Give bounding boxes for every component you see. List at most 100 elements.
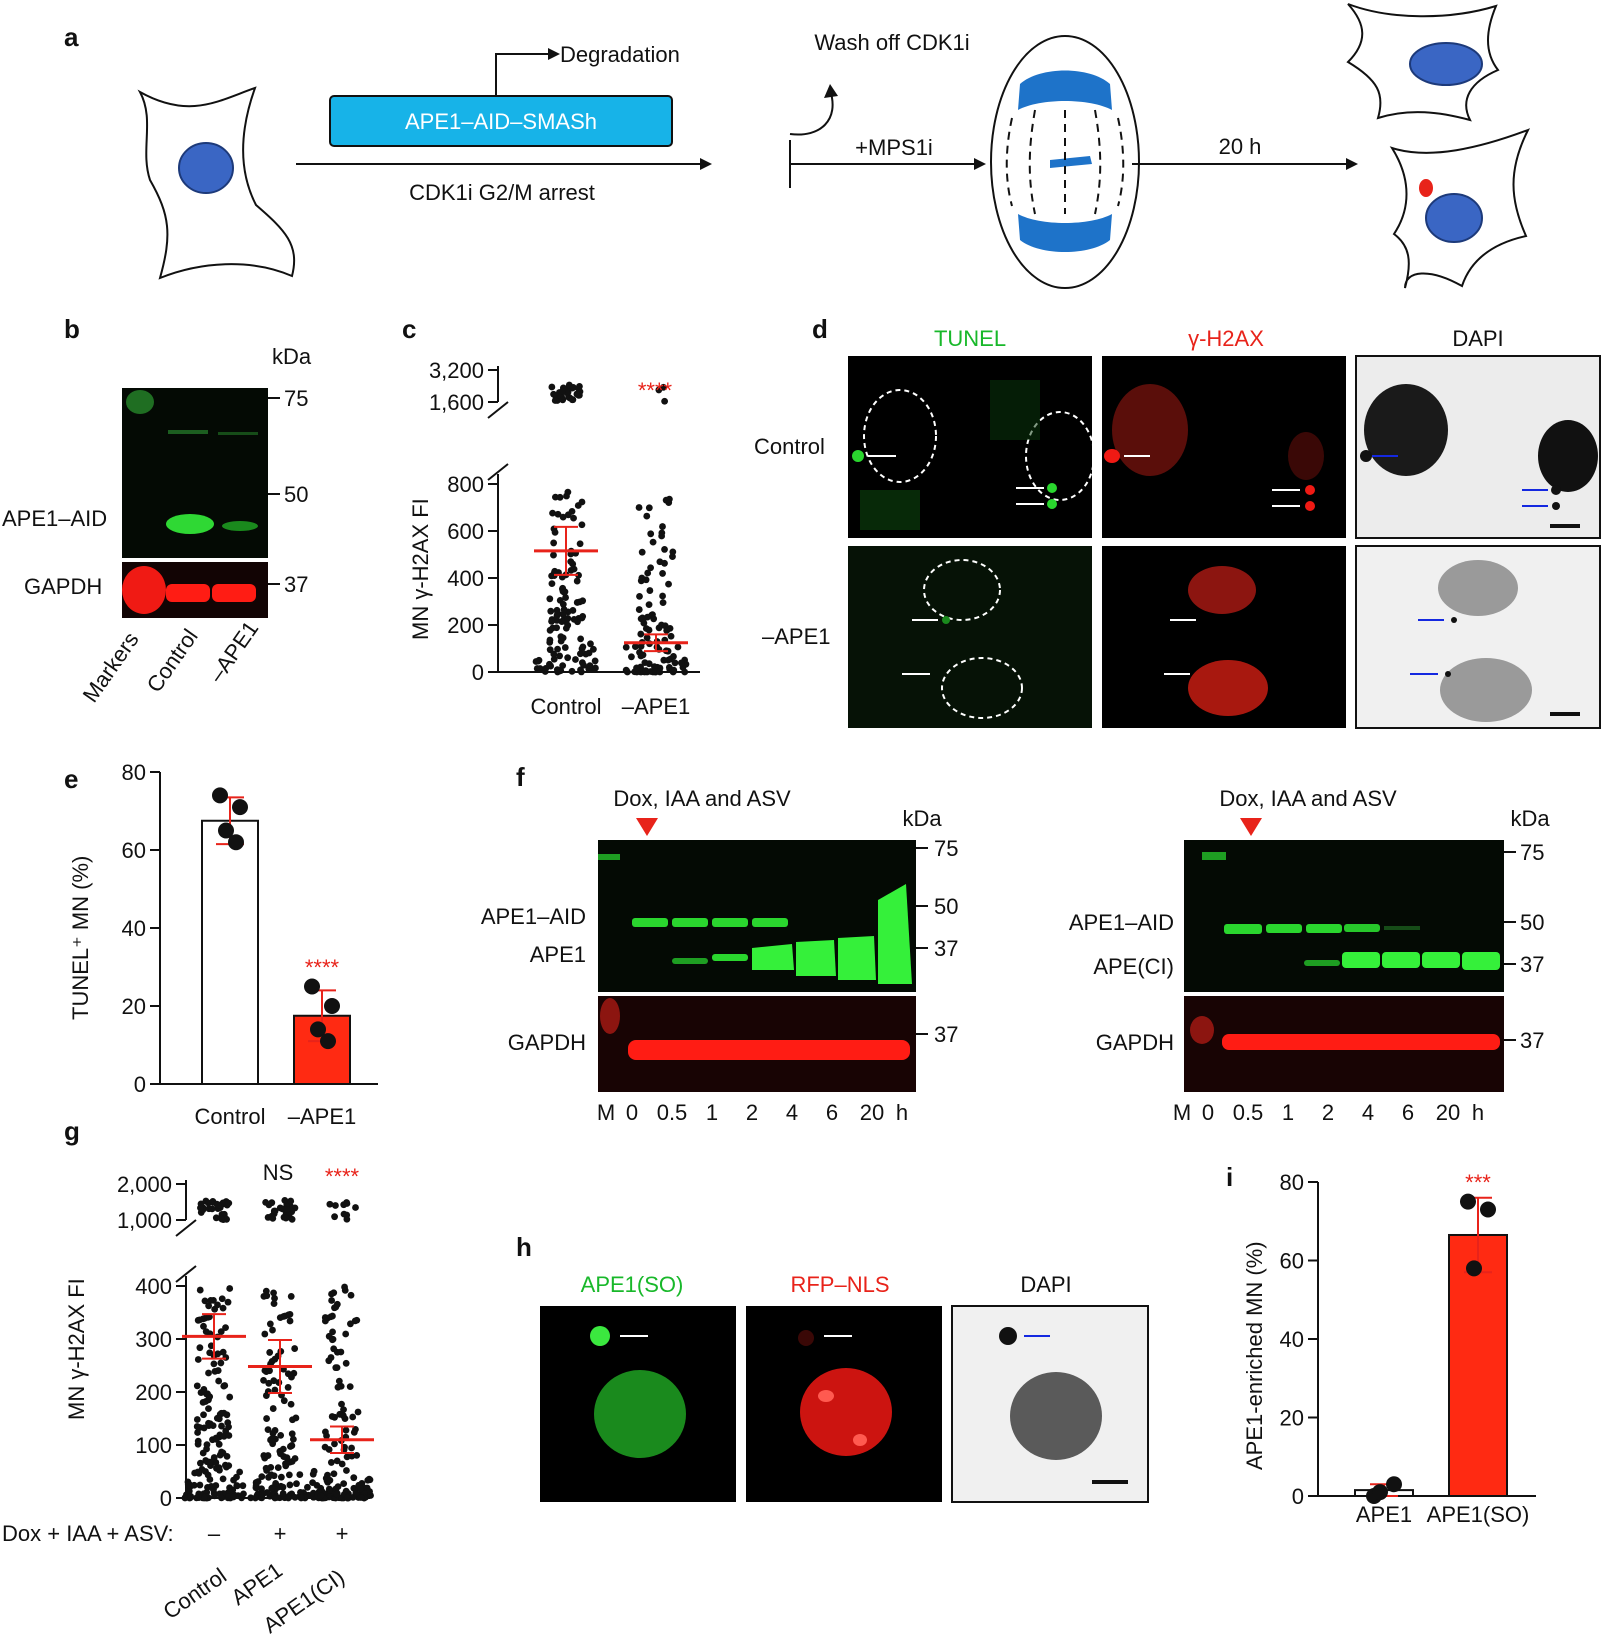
f-right-blot-green (1184, 840, 1504, 992)
data-point (635, 504, 643, 511)
data-point (575, 385, 583, 393)
data-point (236, 1468, 244, 1476)
data-point (286, 1443, 294, 1450)
data-point (266, 1349, 274, 1356)
lane-label: M (1173, 1100, 1191, 1125)
lane-label: 6 (826, 1100, 838, 1125)
svg-text:37: 37 (934, 1022, 958, 1047)
data-point (353, 1451, 361, 1459)
data-point (271, 1207, 279, 1215)
d-h2ax-control (1102, 356, 1346, 538)
data-point (286, 1310, 294, 1318)
data-point (215, 1440, 223, 1448)
data-point (202, 1328, 210, 1336)
data-point (569, 384, 577, 391)
data-point (570, 615, 578, 623)
data-point (568, 396, 576, 404)
f-left-kda: kDa (902, 806, 942, 831)
data-point (645, 601, 653, 608)
data-point (665, 580, 672, 588)
construct-label: APE1–AID–SMASh (405, 109, 597, 134)
f-left-blot-red (598, 996, 916, 1092)
b-kda: kDa (272, 344, 312, 369)
panel-label-b: b (64, 314, 80, 344)
data-point (333, 1457, 341, 1465)
i-cat-ape1so: APE1(SO) (1427, 1502, 1530, 1527)
lane-label: 0.5 (657, 1100, 688, 1125)
data-point (207, 1297, 215, 1304)
data-point (661, 546, 668, 553)
data-point (212, 787, 228, 804)
data-point (559, 634, 567, 642)
f-right-markers: 75 50 37 37 (1504, 840, 1544, 1053)
data-point (569, 607, 577, 614)
data-point (647, 564, 654, 572)
data-point (564, 654, 572, 662)
data-point (206, 1476, 214, 1483)
data-point (269, 1430, 277, 1437)
data-point (555, 667, 563, 675)
y-tick-label: 20 (122, 994, 146, 1019)
data-point (225, 1462, 233, 1470)
mitotic-cell (990, 35, 1140, 289)
lane-label: 6 (1402, 1100, 1414, 1125)
data-point (665, 495, 673, 503)
data-point (215, 1415, 223, 1423)
data-point (554, 510, 562, 518)
data-point (282, 1460, 290, 1468)
data-point (656, 668, 664, 676)
h-ape1so-image (540, 1306, 736, 1502)
lane-label: 2 (746, 1100, 758, 1125)
c-significance: **** (638, 378, 673, 403)
data-point (228, 834, 244, 851)
data-point (643, 512, 651, 520)
data-point (258, 1473, 266, 1481)
data-point (331, 1213, 338, 1221)
data-point (304, 978, 320, 995)
data-point (574, 502, 582, 509)
b-lane-markers: Markers (78, 627, 144, 706)
data-point (661, 559, 668, 567)
axis-break (487, 401, 509, 419)
data-point (564, 511, 572, 519)
data-point (663, 627, 671, 634)
data-point (193, 1382, 201, 1390)
y-tick-label: 400 (135, 1274, 172, 1299)
g-significance: **** (325, 1164, 360, 1189)
data-point (286, 1317, 294, 1325)
data-point (364, 1476, 372, 1484)
y-tick-label: 1,000 (117, 1208, 172, 1233)
data-point (560, 606, 568, 613)
lane-label: M (597, 1100, 615, 1125)
y-tick-label: 300 (135, 1327, 172, 1352)
data-point (550, 551, 557, 559)
data-point (215, 1377, 223, 1385)
b-band2: GAPDH (24, 574, 102, 599)
c-cat-ape1: –APE1 (622, 694, 691, 719)
data-point (287, 1197, 295, 1205)
data-point (354, 1408, 362, 1416)
b-lane-ape1: –APE1 (204, 616, 264, 686)
data-point (309, 1479, 317, 1487)
data-point (641, 659, 649, 667)
data-point (548, 618, 555, 625)
data-point (561, 644, 569, 651)
data-point (225, 1423, 232, 1431)
data-point (661, 397, 669, 405)
panel-label-d: d (812, 314, 828, 344)
data-point (649, 538, 657, 546)
g-ylabel: MN γ-H2AX FI (64, 1278, 89, 1420)
data-point (225, 1199, 233, 1207)
data-point (667, 632, 675, 640)
data-point (271, 1386, 279, 1394)
data-point (271, 1294, 278, 1302)
data-point (559, 396, 567, 404)
data-point (219, 1304, 227, 1312)
data-point (347, 1291, 355, 1299)
i-cat-ape1: APE1 (1356, 1502, 1412, 1527)
data-point (226, 1393, 234, 1401)
data-point (335, 1377, 343, 1385)
data-point (1480, 1201, 1496, 1218)
f-left-markers: 75 50 37 37 (916, 836, 958, 1047)
